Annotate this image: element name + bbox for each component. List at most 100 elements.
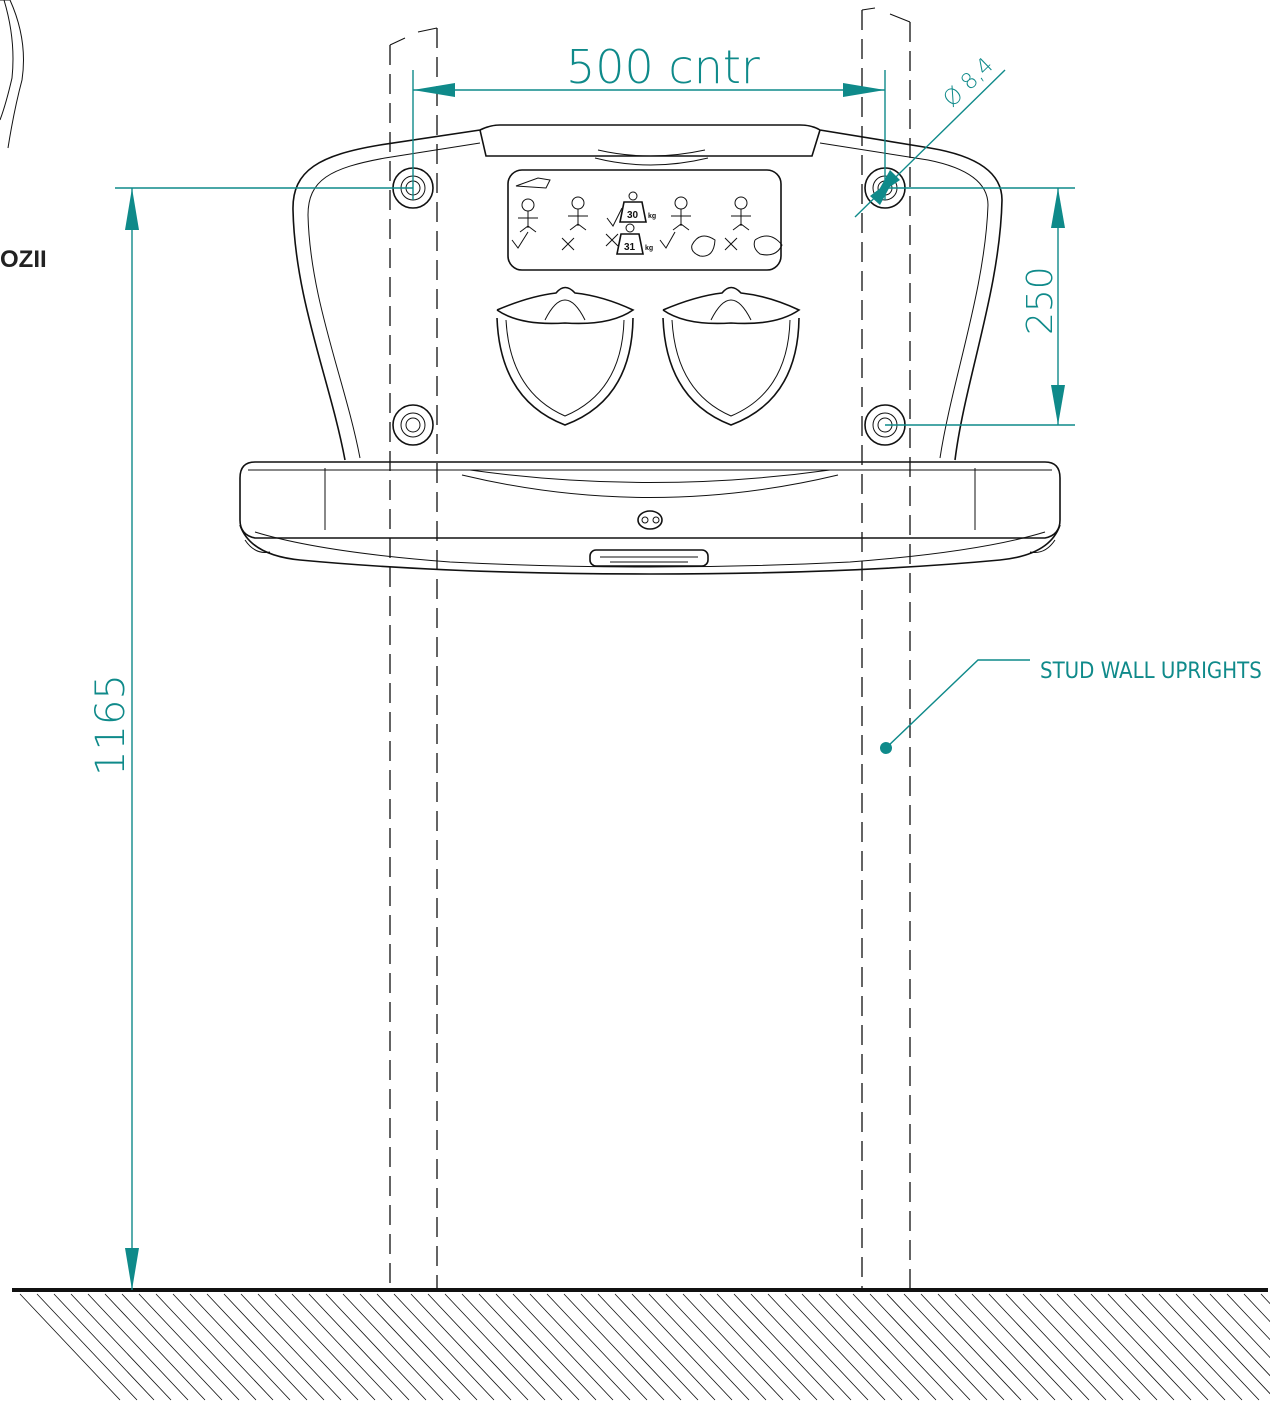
floor-hatch-line — [104, 1293, 206, 1401]
svg-text:kg: kg — [645, 245, 653, 252]
floor-hatch-line — [1226, 1293, 1270, 1341]
floor-hatch-line — [682, 1293, 784, 1401]
dimension-height-from-floor: 1165 — [88, 187, 413, 1290]
floor-hatch-line — [597, 1293, 699, 1401]
side-label: OZII — [0, 246, 47, 273]
floor-hatch-line — [410, 1293, 512, 1401]
floor-hatch-line — [971, 1293, 1073, 1401]
stud-wall-uprights — [389, 7, 911, 1290]
baby-icon — [515, 177, 783, 257]
svg-text:31: 31 — [624, 242, 636, 253]
floor-hatch-line — [393, 1293, 495, 1401]
floor-hatch-line — [988, 1293, 1090, 1401]
partial-object-outline — [0, 0, 24, 149]
dimension-500-label: 500 cntr — [566, 40, 760, 94]
floor-hatch-line — [716, 1293, 818, 1401]
floor-hatch-line — [495, 1293, 597, 1401]
floor-hatch-line — [1141, 1293, 1243, 1401]
floor-hatch-line — [240, 1293, 342, 1401]
floor-hatch-line — [325, 1293, 427, 1401]
floor-hatch-line — [818, 1293, 920, 1401]
floor-hatch-line — [291, 1293, 393, 1401]
floor-hatch-line — [767, 1293, 869, 1401]
floor-hatch-line — [206, 1293, 308, 1401]
floor-hatch-line — [257, 1293, 359, 1401]
floor-hatch-line — [580, 1293, 682, 1401]
floor-hatch-line — [1056, 1293, 1158, 1401]
floor-hatch-line — [1124, 1293, 1226, 1401]
back-panel — [292, 124, 1003, 461]
floor-hatch-line — [750, 1293, 852, 1401]
floor-hatch-line — [19, 1293, 121, 1401]
dimension-horizontal-centres: 500 cntr — [412, 40, 886, 200]
hole-diameter-label: Ø 8,4 — [939, 53, 999, 112]
floor-hatch-line — [784, 1293, 886, 1401]
floor-hatch-line — [648, 1293, 750, 1401]
floor-hatch-line — [172, 1293, 274, 1401]
cross-icon — [561, 233, 738, 251]
floor-hatch-line — [869, 1293, 971, 1401]
floor-hatch-line — [274, 1293, 376, 1401]
dimension-hole-diameter: Ø 8,4 — [854, 53, 1006, 218]
dimension-1165-label: 1165 — [88, 674, 134, 776]
floor-hatch-line — [427, 1293, 529, 1401]
floor-hatch-line — [359, 1293, 461, 1401]
floor-hatch-line — [342, 1293, 444, 1401]
floor-hatch-line — [461, 1293, 563, 1401]
floor-hatch-line — [903, 1293, 1005, 1401]
floor-hatch-line — [155, 1293, 257, 1401]
floor-hatch-line — [733, 1293, 835, 1401]
floor-hatch-line — [835, 1293, 937, 1401]
floor-hatch-line — [1073, 1293, 1175, 1401]
floor-hatch-line — [954, 1293, 1056, 1401]
svg-text:kg: kg — [648, 213, 656, 220]
floor-hatch-line — [1243, 1293, 1270, 1323]
dimension-250-label: 250 — [1020, 266, 1061, 335]
floor-hatch-line — [1192, 1293, 1270, 1377]
floor-hatch-line — [444, 1293, 546, 1401]
floor-hatch-line — [1175, 1293, 1270, 1395]
mounting-hole-bottom-left — [392, 404, 434, 446]
floor-hatch-line — [36, 1293, 138, 1401]
floor-hatch-line — [886, 1293, 988, 1401]
floor-hatch-line — [1022, 1293, 1124, 1401]
stud-wall-label: STUD WALL UPRIGHTS — [1040, 659, 1262, 684]
stud-wall-annotation: STUD WALL UPRIGHTS — [880, 659, 1262, 754]
floor-hatch-line — [563, 1293, 665, 1401]
dimension-vertical-spacing: 250 — [885, 187, 1075, 426]
floor-hatch-line — [1260, 1293, 1270, 1305]
floor-hatch-line — [1039, 1293, 1141, 1401]
floor-hatch-line — [376, 1293, 478, 1401]
floor-hatch-line — [920, 1293, 1022, 1401]
leg-cutout-right — [662, 286, 801, 426]
floor-hatch-line — [1090, 1293, 1192, 1401]
floor-hatch-line — [121, 1293, 223, 1401]
floor-hatch-line — [1158, 1293, 1260, 1401]
floor — [12, 1288, 1270, 1401]
floor-hatch-line — [852, 1293, 954, 1401]
leg-cutout-left — [496, 286, 635, 426]
floor-hatch-line — [1209, 1293, 1270, 1359]
floor-hatch-line — [478, 1293, 580, 1401]
check-icon — [511, 207, 676, 249]
floor-hatch-line — [223, 1293, 325, 1401]
floor-hatch-line — [189, 1293, 291, 1401]
floor-hatch-line — [614, 1293, 716, 1401]
floor-hatch-line — [546, 1293, 648, 1401]
floor-hatch-line — [53, 1293, 155, 1401]
floor-hatch-line — [801, 1293, 903, 1401]
weight-icon: 30 kg 31 kg — [616, 191, 656, 255]
floor-hatch-line — [937, 1293, 1039, 1401]
floor-hatch-line — [631, 1293, 733, 1401]
floor-hatch-line — [70, 1293, 172, 1401]
floor-hatch-line — [529, 1293, 631, 1401]
floor-hatch-line — [699, 1293, 801, 1401]
floor-hatch-line — [665, 1293, 767, 1401]
safety-pictogram-panel: 30 kg 31 kg — [507, 169, 783, 271]
floor-hatch-line — [1005, 1293, 1107, 1401]
floor-hatch-line — [512, 1293, 614, 1401]
changing-tray — [239, 461, 1061, 575]
floor-hatch-line — [138, 1293, 240, 1401]
floor-hatch-line — [1107, 1293, 1209, 1401]
